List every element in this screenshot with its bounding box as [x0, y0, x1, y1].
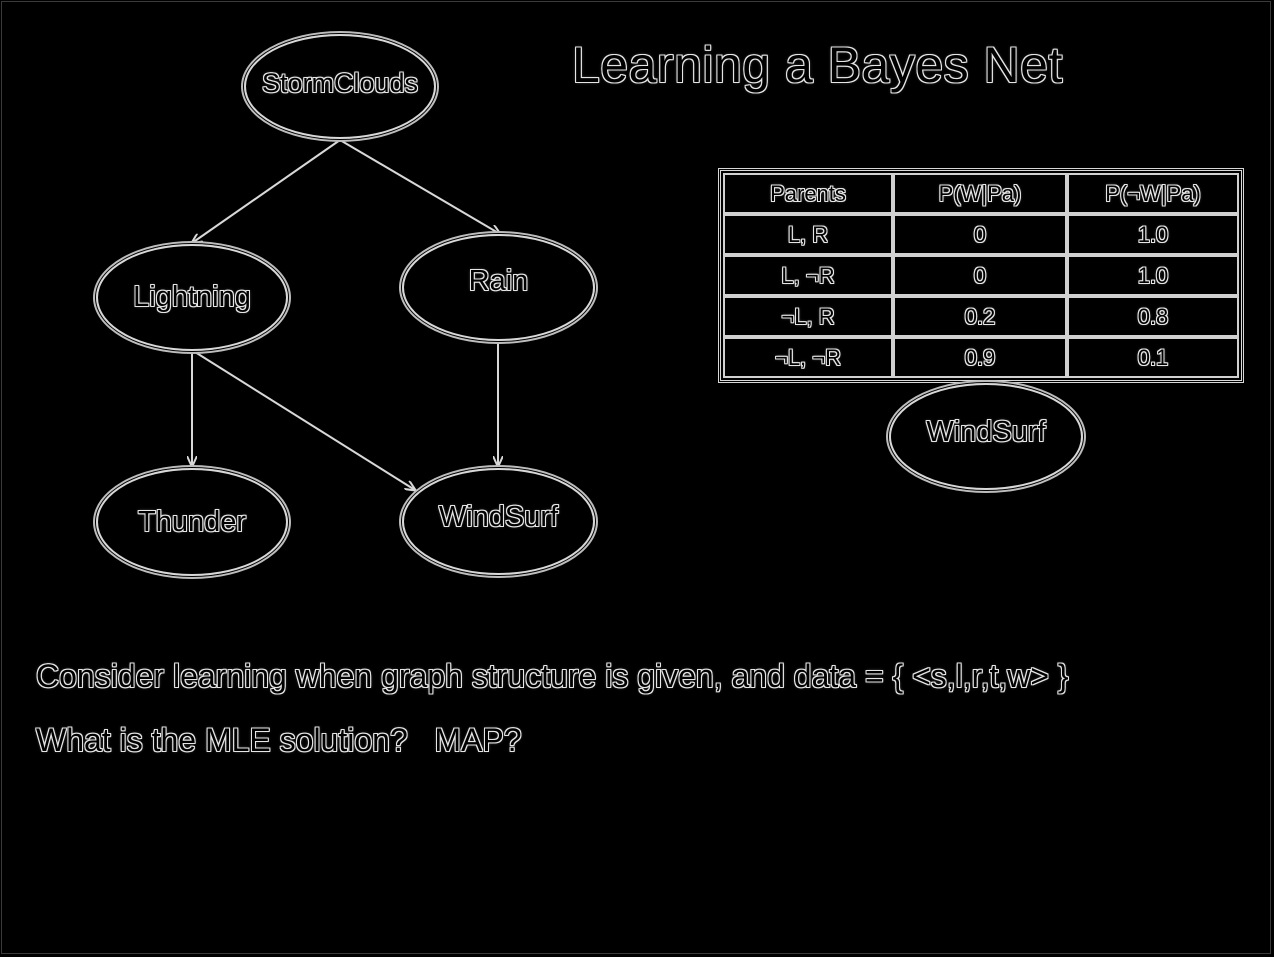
- node-label-windsurf: WindSurf: [438, 501, 559, 533]
- node-label-lightning: Lightning: [133, 281, 251, 313]
- cpt-table: Parents P(W|Pa) P(¬W|Pa) L, R 0 1.0 L, ¬…: [718, 168, 1244, 383]
- node-label-stormclouds: StormClouds: [261, 68, 419, 98]
- node-rain: Rain: [402, 234, 595, 341]
- cpt-node-windsurf: WindSurf: [889, 383, 1083, 490]
- question-line-1: Consider learning when graph structure i…: [36, 658, 1069, 694]
- cpt-cell-parents: ¬L, R: [723, 296, 893, 337]
- cpt-cell-p-w: 0.2: [893, 296, 1067, 337]
- cpt-row: ¬L, ¬R 0.9 0.1: [723, 337, 1239, 378]
- question-line-2: What is the MLE solution? MAP?: [36, 722, 522, 758]
- cpt-cell-parents: ¬L, ¬R: [723, 337, 893, 378]
- node-windsurf: WindSurf: [402, 468, 595, 575]
- cpt-row: L, ¬R 0 1.0: [723, 255, 1239, 296]
- cpt-cell-parents: L, R: [723, 214, 893, 255]
- cpt-cell-p-w: 0.9: [893, 337, 1067, 378]
- cpt-header-p-not-w: P(¬W|Pa): [1067, 173, 1239, 214]
- cpt-cell-p-not-w: 0.8: [1067, 296, 1239, 337]
- cpt-node-label: WindSurf: [926, 416, 1046, 448]
- slide-title: Learning a Bayes Net: [572, 37, 1063, 93]
- node-stormclouds: StormClouds: [244, 34, 436, 139]
- cpt-row: L, R 0 1.0: [723, 214, 1239, 255]
- cpt-cell-p-not-w: 1.0: [1067, 255, 1239, 296]
- node-lightning: Lightning: [96, 244, 288, 351]
- cpt-header-parents: Parents: [723, 173, 893, 214]
- node-label-rain: Rain: [468, 265, 529, 297]
- cpt-header-row: Parents P(W|Pa) P(¬W|Pa): [723, 173, 1239, 214]
- cpt-cell-parents: L, ¬R: [723, 255, 893, 296]
- cpt-header-p-w: P(W|Pa): [893, 173, 1067, 214]
- cpt-cell-p-w: 0: [893, 214, 1067, 255]
- node-label-thunder: Thunder: [137, 505, 246, 538]
- node-thunder: Thunder: [96, 468, 288, 576]
- cpt-cell-p-not-w: 0.1: [1067, 337, 1239, 378]
- cpt-cell-p-not-w: 1.0: [1067, 214, 1239, 255]
- cpt-cell-p-w: 0: [893, 255, 1067, 296]
- cpt-row: ¬L, R 0.2 0.8: [723, 296, 1239, 337]
